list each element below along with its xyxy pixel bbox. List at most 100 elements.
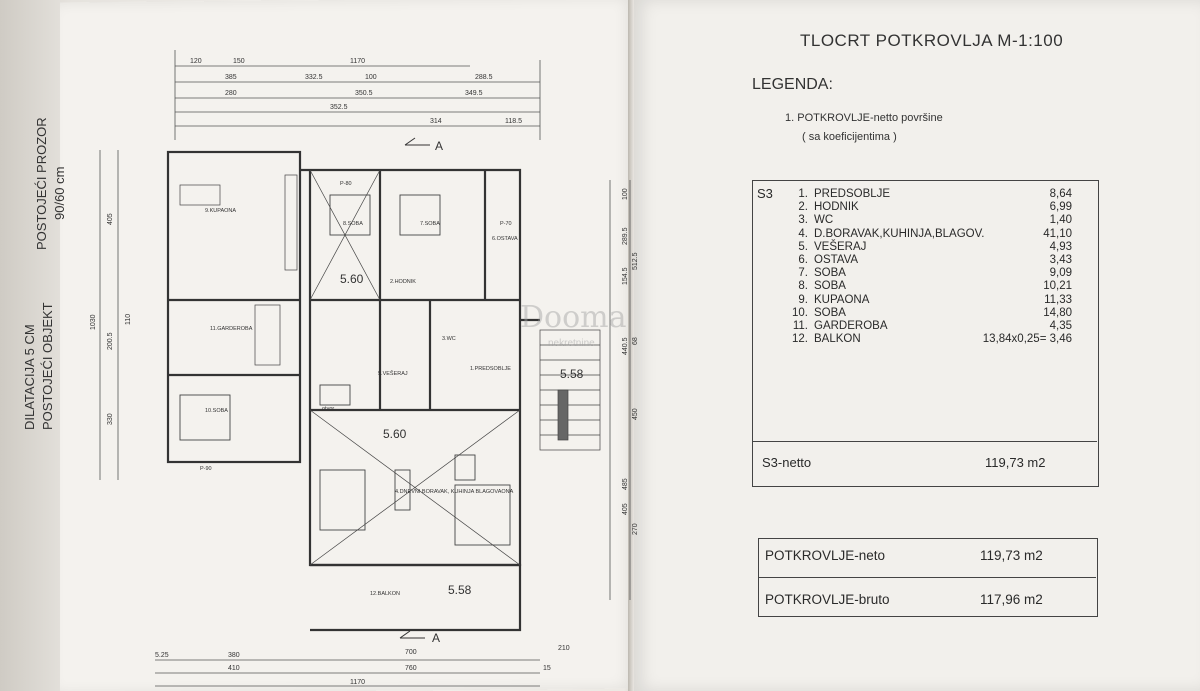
room-number: 2. (798, 201, 808, 214)
room-label: 7.SOBA (420, 221, 440, 227)
drawing-title: TLOCRT POTKROVLJA M-1:100 (800, 31, 1064, 50)
room-area: 11,33 (1044, 293, 1072, 306)
top-dim: 150 (233, 58, 245, 65)
room-name: VEŠERAJ (814, 240, 867, 253)
legend-intro: 1. POTKROVLJE-netto površine (785, 112, 943, 124)
top-dim: 314 (430, 118, 442, 125)
right-dim: 485 (622, 478, 629, 490)
right-dim: 405 (622, 503, 629, 515)
room-number: 9. (798, 293, 808, 306)
top-dim: 349.5 (465, 90, 483, 97)
right-dim: 512.5 (632, 252, 639, 270)
room-label: 3.WC (442, 336, 456, 342)
table-divider (752, 441, 1097, 442)
room-area: 4,35 (1049, 319, 1072, 332)
top-dim: 288.5 (475, 74, 493, 81)
level-mark: 5.60 (383, 427, 407, 441)
right-dim: 289.5 (622, 227, 629, 245)
room-label: 4.DNEVNI BORAVAK, KUHINJA BLAGOVAONA (395, 489, 514, 495)
room-area: 41,10 (1043, 227, 1072, 240)
bruto-value: 117,96 m2 (980, 592, 1043, 607)
room-label: P-80 (340, 181, 352, 187)
bottom-dim: 760 (405, 665, 417, 672)
room-row: 3. WC 1,40 (786, 214, 1086, 227)
right-dim: 154.5 (622, 267, 629, 285)
paper-fold (628, 0, 634, 691)
bottom-dim: 15 (543, 665, 551, 672)
room-row: 8. SOBA 10,21 (786, 280, 1086, 293)
room-name: WC (814, 214, 834, 227)
room-row: 1. PREDSOBLJE 8,64 (786, 188, 1086, 201)
room-area: 10,21 (1043, 280, 1072, 293)
room-area: 1,40 (1049, 214, 1072, 227)
top-dim: 120 (190, 58, 202, 65)
room-label: 6.OSTAVA (492, 236, 518, 242)
room-number: 3. (798, 214, 808, 227)
left-dim: 1030 (90, 314, 97, 330)
right-dim: 450 (632, 408, 639, 420)
neto-label: POTKROVLJE-neto (765, 548, 886, 563)
room-label: 12.BALKON (370, 591, 400, 597)
room-label: otvor (322, 406, 334, 412)
side-note: 90/60 cm (52, 166, 67, 220)
legend-intro-note: ( sa koeficijentima ) (802, 131, 897, 143)
room-number: 8. (798, 280, 808, 293)
room-label: P-90 (200, 466, 212, 472)
room-area: 14,80 (1043, 306, 1072, 319)
left-dim: 110 (125, 314, 132, 325)
right-sheet (632, 0, 1200, 691)
room-number: 1. (798, 188, 808, 200)
room-label: 5.VEŠERAJ (378, 370, 408, 377)
room-area: 9,09 (1049, 267, 1072, 280)
top-dim: 100 (365, 74, 377, 81)
right-dim: 100 (622, 188, 629, 200)
level-mark: 5.60 (340, 272, 364, 286)
room-name: D.BORAVAK,KUHINJA,BLAGOV. (814, 227, 985, 240)
level-mark: 5.58 (560, 367, 584, 381)
side-note: POSTOJEĆI PROZOR (34, 117, 49, 250)
room-name: SOBA (814, 267, 846, 280)
floor-plan: 120 150 1170 385 332.5 100 288.5 280 350… (90, 50, 639, 687)
bottom-dim: 380 (228, 652, 240, 659)
netto-label: S3-netto (762, 455, 812, 470)
bottom-dim: 210 (558, 645, 570, 652)
room-row: 5. VEŠERAJ 4,93 (786, 241, 1086, 254)
side-note: POSTOJEĆI OBJEKT (40, 302, 55, 430)
side-note: DILATACIJA 5 CM (22, 324, 37, 430)
section-mark-top: A (435, 139, 443, 153)
room-name: SOBA (814, 306, 846, 319)
left-dim: 330 (107, 413, 114, 425)
room-area: 13,84x0,25= 3,46 (982, 333, 1072, 346)
room-area: 4,93 (1049, 240, 1072, 253)
room-label: 9.KUPAONA (205, 208, 236, 214)
area-table (752, 180, 1099, 487)
room-number: 6. (798, 253, 808, 266)
room-number: 4. (798, 227, 808, 240)
watermark: Dooma (520, 300, 627, 335)
room-number: 5. (798, 240, 808, 253)
right-dim: 270 (632, 523, 639, 535)
room-name: PREDSOBLJE (814, 188, 891, 200)
bottom-dim: 1170 (350, 679, 365, 686)
left-dim: 405 (107, 213, 114, 225)
top-dim: 1170 (350, 58, 365, 65)
bruto-label: POTKROVLJE-bruto (765, 592, 890, 607)
right-dim: 440.5 (622, 337, 629, 355)
top-dim: 385 (225, 74, 237, 81)
room-name: SOBA (814, 280, 846, 293)
room-name: OSTAVA (814, 253, 859, 266)
room-label: 8.SOBA (343, 221, 363, 227)
room-name: BALKON (814, 333, 861, 346)
room-area: 6,99 (1049, 201, 1072, 214)
top-dim: 280 (225, 90, 237, 97)
unit-tag: S3 (757, 186, 773, 201)
room-area: 8,64 (1049, 188, 1072, 200)
watermark-sub: nekretnine (548, 338, 595, 349)
